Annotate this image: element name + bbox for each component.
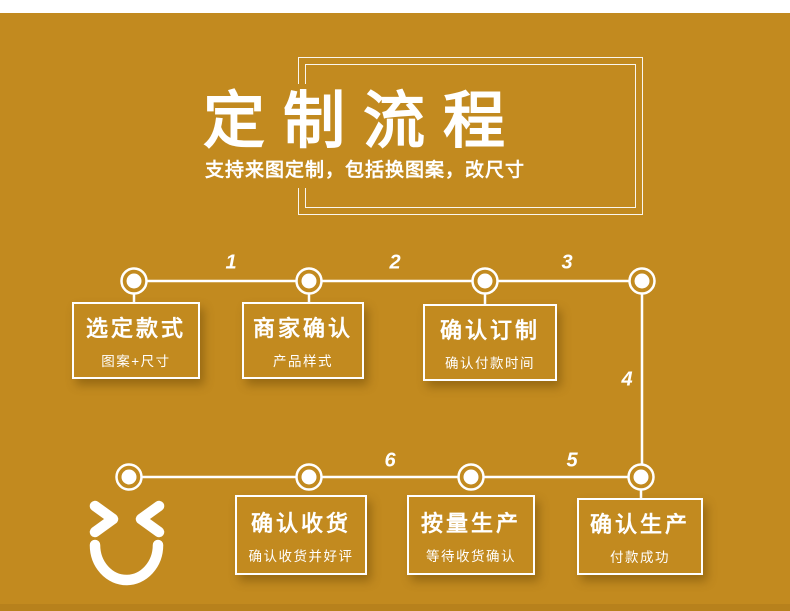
page-subtitle: 支持来图定制，包括换图案，改尺寸 bbox=[197, 156, 542, 188]
step-box-produce-by-quantity: 按量生产 等待收货确认 bbox=[407, 495, 535, 575]
step-number-6: 6 bbox=[384, 449, 396, 472]
step-sublabel: 确认付款时间 bbox=[445, 356, 535, 371]
step-sublabel: 确认收货并好评 bbox=[248, 548, 354, 564]
circle-node-dot bbox=[120, 267, 148, 295]
circle-node-dot bbox=[295, 267, 323, 295]
page-title: 定制流程 bbox=[197, 84, 532, 158]
step-label: 按量生产 bbox=[420, 510, 521, 536]
step-sublabel: 付款成功 bbox=[610, 550, 670, 565]
step-box-confirm-receipt: 确认收货 确认收货并好评 bbox=[235, 495, 367, 575]
step-box-confirm-order: 确认订制 确认付款时间 bbox=[423, 304, 557, 381]
step-sublabel: 图案+尺寸 bbox=[101, 354, 171, 369]
circle-node-dot bbox=[115, 463, 143, 491]
step-box-merchant-confirm: 商家确认 产品样式 bbox=[242, 302, 364, 379]
step-box-select-style: 选定款式 图案+尺寸 bbox=[72, 302, 200, 379]
step-label: 确认订制 bbox=[439, 318, 540, 343]
circle-node-dot bbox=[628, 267, 656, 295]
step-number-1: 1 bbox=[225, 251, 237, 274]
circle-node-dot bbox=[471, 267, 499, 295]
step-sublabel: 产品样式 bbox=[273, 354, 333, 369]
winking-smiley-icon bbox=[89, 500, 165, 586]
step-sublabel: 等待收货确认 bbox=[426, 548, 516, 564]
step-number-5: 5 bbox=[566, 449, 578, 472]
top-white-strip bbox=[0, 0, 790, 13]
step-number-4: 4 bbox=[621, 368, 633, 391]
step-label: 选定款式 bbox=[85, 316, 186, 341]
step-label: 确认生产 bbox=[589, 512, 690, 537]
bottom-dark-strip bbox=[0, 604, 790, 611]
step-number-3: 3 bbox=[561, 251, 573, 274]
circle-node-dot bbox=[295, 463, 323, 491]
step-label: 确认收货 bbox=[250, 510, 351, 536]
circle-node-dot bbox=[627, 463, 655, 491]
step-box-confirm-production: 确认生产 付款成功 bbox=[577, 498, 703, 575]
step-label: 商家确认 bbox=[252, 316, 353, 341]
circle-node-dot bbox=[457, 463, 485, 491]
step-number-2: 2 bbox=[389, 251, 401, 274]
